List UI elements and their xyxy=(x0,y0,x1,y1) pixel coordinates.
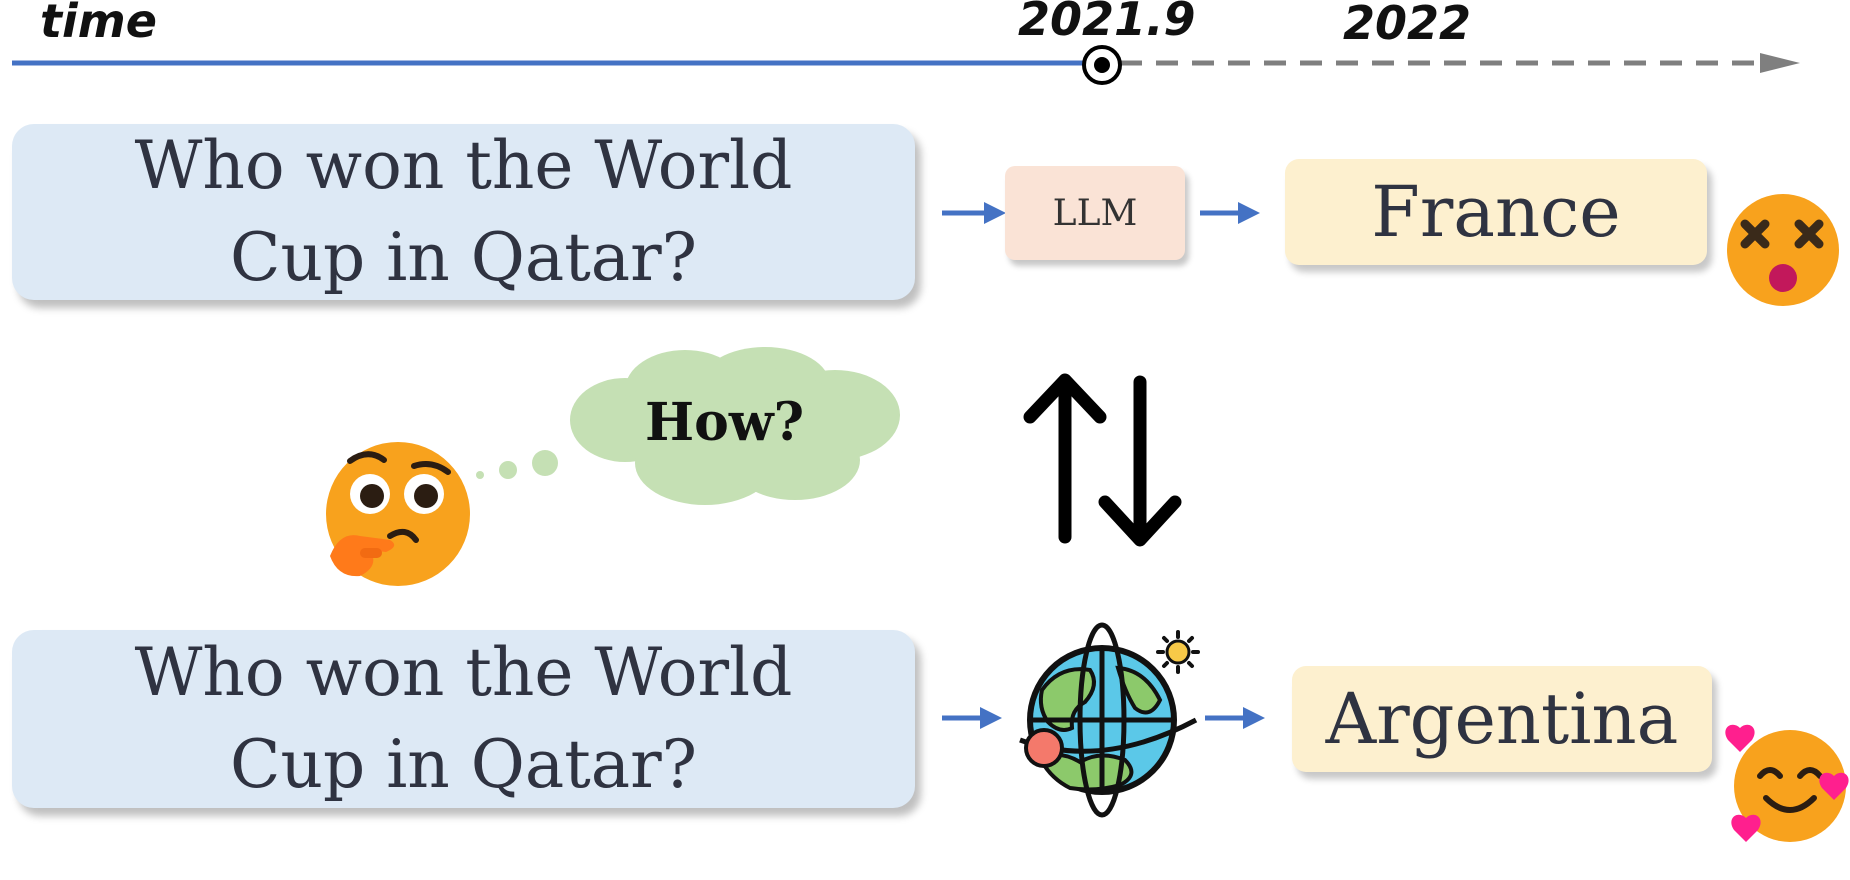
bottom-answer-text: Argentina xyxy=(1325,678,1679,760)
bottom-question-box: Who won the World Cup in Qatar? xyxy=(12,630,915,808)
thinking-face-icon xyxy=(326,442,470,586)
top-question-line2: Cup in Qatar? xyxy=(229,219,698,296)
timeline-marker xyxy=(1082,45,1122,85)
timeline-marker-label: 2021.9 xyxy=(1018,0,1196,46)
bottom-answer-box: Argentina xyxy=(1292,666,1712,772)
top-arrow-to-llm xyxy=(942,202,1006,224)
top-question-box: Who won the World Cup in Qatar? xyxy=(12,124,915,300)
thought-dots xyxy=(476,450,558,479)
top-question-line1: Who won the World xyxy=(134,127,793,204)
up-down-arrows-icon xyxy=(1023,373,1182,547)
top-answer-text: France xyxy=(1371,171,1621,253)
smiling-face-with-hearts-icon xyxy=(1725,724,1849,842)
top-arrow-to-answer xyxy=(1200,202,1260,224)
timeline-axis xyxy=(12,45,1800,85)
llm-label: LLM xyxy=(1052,192,1138,234)
bottom-arrow-to-globe xyxy=(942,707,1002,729)
globe-icon xyxy=(1019,622,1200,818)
timeline-axis-label: time xyxy=(40,0,157,48)
bottom-arrow-to-answer xyxy=(1205,707,1265,729)
sun-icon xyxy=(1156,630,1200,674)
bottom-question-line2: Cup in Qatar? xyxy=(229,726,698,803)
bottom-question-line1: Who won the World xyxy=(134,634,793,711)
top-answer-box: France xyxy=(1285,159,1707,265)
timeline-arrowhead xyxy=(1760,53,1800,73)
timeline-future-label: 2022 xyxy=(1343,0,1472,50)
thought-text: How? xyxy=(645,392,805,453)
dizzy-face-icon xyxy=(1727,194,1839,306)
thought-cloud xyxy=(570,347,900,505)
llm-box: LLM xyxy=(1005,166,1185,260)
